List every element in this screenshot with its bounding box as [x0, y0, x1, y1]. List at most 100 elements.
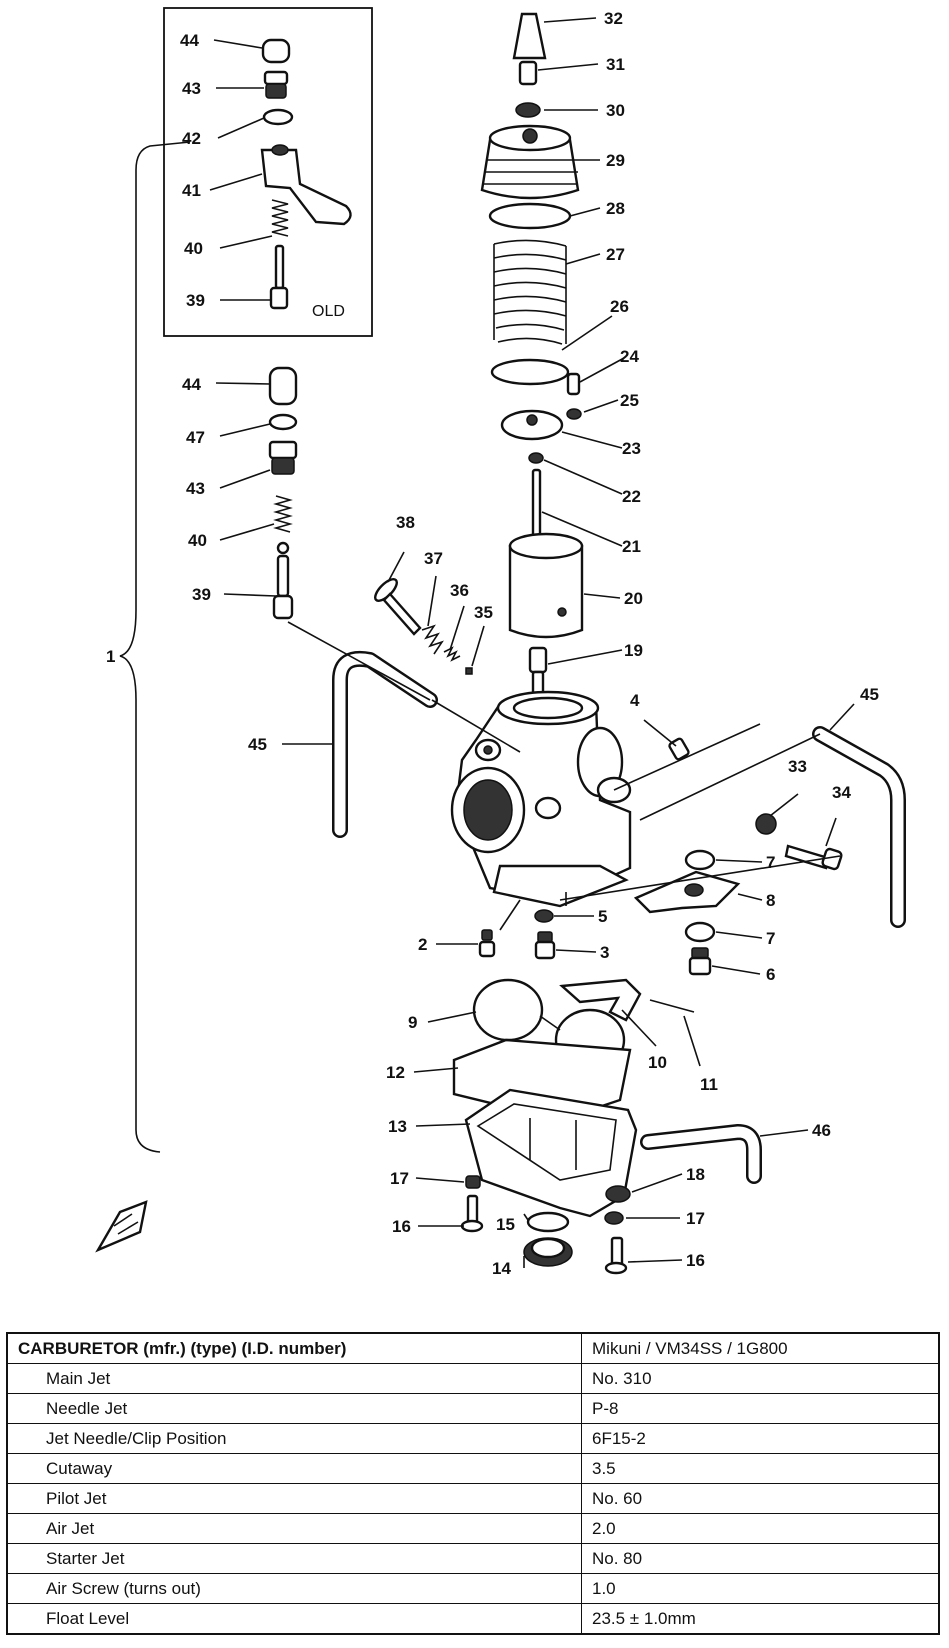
spec-label: Air Jet — [6, 1513, 582, 1544]
callout-47: 47 — [186, 428, 205, 447]
washer-18 — [605, 1185, 631, 1203]
washer-5 — [534, 909, 554, 923]
callout-23: 23 — [622, 439, 641, 458]
spec-value: 23.5 ± 1.0mm — [581, 1603, 940, 1635]
o-ring-35 — [465, 667, 473, 675]
callout-45-left: 45 — [248, 735, 267, 754]
carburetor-spec-table: CARBURETOR (mfr.) (type) (I.D. number)Mi… — [6, 1332, 940, 1635]
spec-label: Cutaway — [6, 1453, 582, 1484]
callout-22: 22 — [622, 487, 641, 506]
screw-17-left — [465, 1175, 481, 1189]
callout-37: 37 — [424, 549, 443, 568]
callout-7-lower: 7 — [766, 929, 775, 948]
washer-25 — [566, 408, 582, 420]
spec-row: Air Screw (turns out)1.0 — [6, 1573, 940, 1604]
plunger-nut-43 — [268, 440, 298, 475]
spring-27 — [493, 239, 567, 345]
callout-2: 2 — [418, 935, 427, 954]
spec-row: CARBURETOR (mfr.) (type) (I.D. number)Mi… — [6, 1332, 940, 1364]
callout-45-right: 45 — [860, 685, 879, 704]
callout-26: 26 — [610, 297, 629, 316]
spring-37 — [421, 624, 444, 655]
callout-3: 3 — [600, 943, 609, 962]
spec-label: Starter Jet — [6, 1543, 582, 1574]
callout-44: 44 — [182, 375, 201, 394]
callout-35: 35 — [474, 603, 493, 622]
screw-16-right — [604, 1236, 628, 1275]
plunger-39 — [272, 554, 294, 620]
cap-32 — [512, 12, 547, 60]
spec-label: Jet Needle/Clip Position — [6, 1423, 582, 1454]
forward-arrow-icon — [95, 1200, 148, 1253]
callout-36: 36 — [450, 581, 469, 600]
callout-43-old: 43 — [182, 79, 201, 98]
washer-7-lower — [684, 921, 716, 943]
spec-label: Main Jet — [6, 1363, 582, 1394]
seat-26 — [490, 358, 570, 386]
clip-22 — [528, 452, 544, 464]
callout-33: 33 — [788, 757, 807, 776]
callout-5: 5 — [598, 907, 607, 926]
callout-13: 13 — [388, 1117, 407, 1136]
callout-28: 28 — [606, 199, 625, 218]
spec-value: No. 60 — [581, 1483, 940, 1514]
spec-value: 3.5 — [581, 1453, 940, 1484]
vent-hose-45-left — [332, 651, 438, 838]
spec-label: Pilot Jet — [6, 1483, 582, 1514]
callout-44-old: 44 — [180, 31, 199, 50]
callout-32: 32 — [604, 9, 623, 28]
callout-12: 12 — [386, 1063, 405, 1082]
callout-42: 42 — [182, 129, 201, 148]
callout-4: 4 — [630, 691, 640, 710]
old-parts-inset-box — [163, 7, 373, 337]
adjuster-31 — [518, 60, 538, 86]
callout-40: 40 — [188, 531, 207, 550]
spec-label: Needle Jet — [6, 1393, 582, 1424]
leader-lines — [209, 17, 855, 1268]
main-jet-2 — [478, 929, 496, 958]
callout-17-left: 17 — [390, 1169, 409, 1188]
callout-31: 31 — [606, 55, 625, 74]
callout-46: 46 — [812, 1121, 831, 1140]
callout-40-old: 40 — [184, 239, 203, 258]
screw-16-left — [460, 1194, 484, 1233]
callout-21: 21 — [622, 537, 641, 556]
old-cap-44 — [261, 38, 291, 64]
mixing-chamber-top-29 — [480, 124, 580, 200]
spec-value: 6F15-2 — [581, 1423, 940, 1454]
spec-value: 2.0 — [581, 1513, 940, 1544]
old-lever-41 — [260, 144, 352, 226]
washer-17-right — [604, 1211, 624, 1225]
callout-16-right: 16 — [686, 1251, 705, 1270]
plate-23 — [500, 409, 564, 441]
old-plunger-39 — [269, 244, 289, 310]
overflow-hose-46 — [640, 1124, 762, 1184]
gasket-15 — [526, 1211, 570, 1233]
spec-label: Float Level — [6, 1603, 582, 1635]
float-arm-10 — [559, 978, 642, 1022]
bracket-8 — [633, 870, 741, 914]
callout-8: 8 — [766, 891, 775, 910]
spec-value: No. 80 — [581, 1543, 940, 1574]
gasket-28 — [488, 202, 572, 230]
guide-lines — [287, 621, 841, 931]
float-pin-11 — [649, 999, 695, 1013]
callout-34: 34 — [832, 783, 851, 802]
nut-30 — [515, 102, 541, 118]
screw-34 — [784, 844, 843, 871]
callout-18: 18 — [686, 1165, 705, 1184]
throttle-valve-20 — [508, 532, 584, 639]
plug-6 — [688, 947, 712, 976]
cap-44 — [268, 366, 298, 406]
old-washer-42 — [262, 108, 294, 126]
callout-11: 11 — [700, 1075, 718, 1094]
spec-value: 1.0 — [581, 1573, 940, 1604]
callout-1: 1 — [106, 647, 115, 666]
callout-20: 20 — [624, 589, 643, 608]
